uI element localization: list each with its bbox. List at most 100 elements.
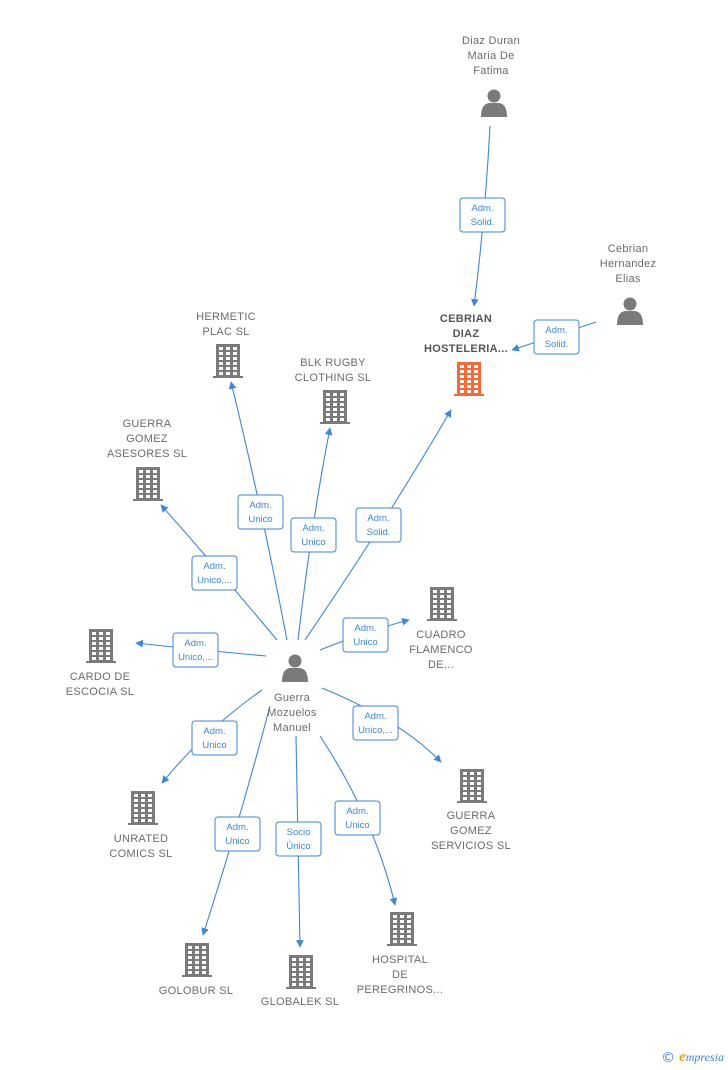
building-icon[interactable]	[182, 943, 212, 977]
relation-label-text: Unico,...	[178, 652, 213, 663]
person-icon[interactable]	[282, 654, 308, 683]
node-globalek[interactable]: GLOBALEK SL	[261, 955, 340, 1008]
node-cuadro[interactable]: CUADRO FLAMENCO DE...	[409, 587, 473, 671]
node-label: GUERRA	[123, 418, 172, 430]
relation-label-text: Adm.	[364, 711, 386, 722]
relation-label-text: Único	[286, 841, 310, 852]
building-icon[interactable]	[320, 390, 350, 424]
relation-label-box[interactable]	[533, 319, 580, 355]
relation-label-box[interactable]	[237, 494, 284, 530]
node-label: DIAZ	[453, 328, 480, 340]
relation-label-text: Unico	[248, 514, 272, 525]
building-icon[interactable]	[457, 769, 487, 803]
node-golobur[interactable]: GOLOBUR SL	[159, 943, 234, 997]
node-label: CEBRIAN	[440, 313, 492, 325]
person-icon[interactable]	[617, 297, 643, 326]
edge-guerra_mm-to-cardo: Adm.Unico,...	[135, 632, 267, 668]
node-label: Fatima	[473, 65, 509, 77]
brand-logo: empresia	[679, 1049, 724, 1065]
relation-label[interactable]: Adm.Unico	[191, 720, 238, 756]
relation-label[interactable]: Adm.Solid.	[459, 197, 506, 233]
relation-label-text: Unico	[225, 836, 249, 847]
node-label: GOMEZ	[126, 433, 168, 445]
node-guerra_ase[interactable]: GUERRA GOMEZ ASESORES SL	[107, 418, 187, 501]
relation-label-box[interactable]	[172, 632, 219, 668]
node-label: DE	[392, 969, 408, 981]
building-icon[interactable]	[387, 912, 417, 946]
edge-guerra_mm-to-cebrian_co: Adm.Solid.	[304, 409, 452, 641]
relation-label-box[interactable]	[214, 816, 261, 852]
node-label: SERVICIOS SL	[431, 840, 511, 852]
relation-label-text: Unico	[353, 637, 377, 648]
node-label: Maria De	[467, 50, 514, 62]
relation-label-text: Adm.	[367, 513, 389, 524]
relation-label-box[interactable]	[352, 705, 399, 741]
relation-label-text: Adm.	[354, 623, 376, 634]
relation-label[interactable]: Adm. Unico	[214, 816, 261, 852]
building-icon[interactable]	[454, 362, 484, 396]
relation-label[interactable]: Adm.Unico	[334, 800, 381, 836]
node-cebrian_co[interactable]: CEBRIANDIAZHOSTELERIA...	[424, 313, 508, 396]
relation-label[interactable]: Adm.Unico,...	[172, 632, 219, 668]
node-label: DE...	[428, 659, 454, 671]
relation-label-text: Adm.	[302, 523, 324, 534]
relation-label-box[interactable]	[355, 507, 402, 543]
relation-label-box[interactable]	[275, 821, 322, 857]
building-icon[interactable]	[213, 344, 243, 378]
building-icon[interactable]	[427, 587, 457, 621]
building-icon[interactable]	[128, 791, 158, 825]
relation-label-box[interactable]	[191, 720, 238, 756]
node-label: COMICS SL	[109, 848, 172, 860]
edge-guerra_mm-to-guerra_ser: Adm. Unico,...	[321, 687, 442, 763]
building-icon[interactable]	[133, 467, 163, 501]
building-icon[interactable]	[286, 955, 316, 989]
relation-label[interactable]: Adm. Unico,...	[191, 555, 238, 591]
edge-guerra_mm-to-blk: Adm.Unico	[290, 427, 337, 641]
edge-guerra_mm-to-hospital: Adm.Unico	[319, 735, 398, 906]
relation-label-box[interactable]	[459, 197, 506, 233]
relation-label-text: Adm.	[203, 561, 225, 572]
relation-label[interactable]: Adm. Unico	[237, 494, 284, 530]
node-label: CARDO DE	[70, 671, 130, 683]
relation-label[interactable]: Adm. Unico	[342, 617, 389, 653]
node-label: ASESORES SL	[107, 448, 187, 460]
node-unrated[interactable]: UNRATED COMICS SL	[109, 791, 172, 860]
node-label: PEREGRINOS...	[357, 984, 443, 996]
relation-label-text: Unico,...	[358, 725, 393, 736]
relation-label[interactable]: Adm. Unico,...	[352, 705, 399, 741]
node-label: FLAMENCO	[409, 644, 473, 656]
node-label: Manuel	[273, 722, 311, 734]
node-label: GUERRA	[447, 810, 496, 822]
node-label: UNRATED	[114, 833, 168, 845]
relation-label[interactable]: Adm.Unico	[290, 517, 337, 553]
relation-label-text: Solid.	[545, 339, 569, 350]
relation-label[interactable]: Adm.Solid.	[355, 507, 402, 543]
node-hospital[interactable]: HOSPITALDEPEREGRINOS...	[357, 912, 443, 996]
relation-label-text: Adm.	[226, 822, 248, 833]
relation-label[interactable]: Adm.Solid.	[533, 319, 580, 355]
person-icon[interactable]	[481, 89, 507, 118]
node-label: BLK RUGBY	[300, 357, 366, 369]
relation-label-box[interactable]	[334, 800, 381, 836]
relation-label-box[interactable]	[342, 617, 389, 653]
relation-label-box[interactable]	[191, 555, 238, 591]
edge-diaz-to-cebrian_co: Adm.Solid.	[459, 125, 506, 307]
node-label: Cebrian	[608, 243, 649, 255]
relation-label-box[interactable]	[290, 517, 337, 553]
node-label: Diaz Duran	[462, 35, 520, 47]
relation-label-text: Adm.	[249, 500, 271, 511]
node-label: CUADRO	[416, 629, 466, 641]
building-icon[interactable]	[86, 629, 116, 663]
relation-label-text: Unico,...	[197, 575, 232, 586]
node-label: Mozuelos	[267, 707, 317, 719]
